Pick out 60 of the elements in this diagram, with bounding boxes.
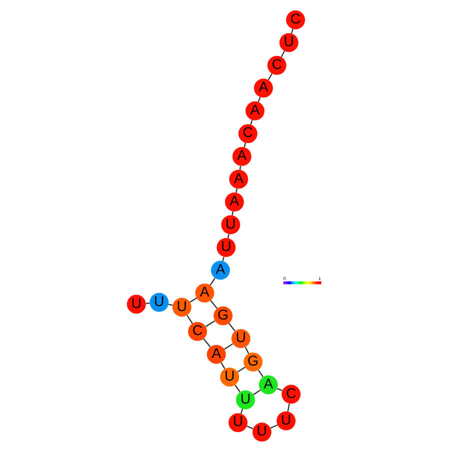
node-circle: C	[238, 124, 258, 144]
connector	[210, 278, 216, 286]
connector	[246, 426, 254, 430]
node-circle: G	[244, 352, 263, 372]
connector	[287, 404, 290, 412]
node-circle: A	[206, 344, 226, 364]
node-circle: U	[252, 422, 272, 442]
node-circle: A	[254, 78, 273, 98]
connector	[222, 256, 224, 262]
connector	[244, 346, 250, 354]
node-circle: A	[229, 170, 248, 189]
node-circle: A	[258, 375, 278, 394]
node-circle: U	[231, 329, 250, 348]
node-circle: U	[276, 411, 296, 430]
node-circle: C	[286, 10, 306, 30]
connector	[237, 366, 246, 372]
connector	[258, 96, 261, 102]
connector	[190, 298, 197, 303]
connector	[240, 408, 244, 414]
connector	[220, 362, 226, 370]
connector	[258, 370, 264, 378]
node-circle: U	[220, 368, 240, 387]
connector	[146, 302, 150, 304]
node-circle: U	[236, 390, 255, 410]
connector	[268, 73, 272, 80]
node-circle: U	[216, 238, 236, 257]
connector	[203, 338, 211, 348]
connector	[228, 322, 236, 332]
connector	[253, 390, 261, 396]
node-circle: G	[214, 306, 233, 326]
connector	[227, 234, 230, 238]
connector	[236, 188, 238, 193]
connector	[168, 304, 173, 306]
node-circle: A	[224, 192, 244, 212]
connector	[270, 424, 278, 429]
node-circle: A	[232, 146, 252, 166]
connector	[276, 388, 282, 392]
connector	[224, 343, 234, 350]
node-circle: U	[221, 215, 240, 234]
connector	[290, 28, 294, 34]
connector	[239, 166, 242, 170]
connector	[186, 315, 193, 324]
connector	[250, 120, 253, 125]
connector	[280, 50, 285, 58]
node-circle: A	[195, 284, 214, 303]
node-circle: A	[246, 101, 264, 120]
node-circle: U	[126, 294, 146, 314]
node-circle: U	[279, 33, 298, 52]
node-circle: U	[172, 298, 192, 317]
connector	[205, 320, 216, 327]
node-circle: A	[210, 260, 230, 280]
connector	[234, 384, 240, 392]
connector	[232, 211, 234, 216]
node-circle: C	[188, 322, 208, 342]
node-circle: U	[228, 413, 248, 432]
node-circle: U	[150, 292, 169, 312]
connector	[210, 300, 218, 309]
node-circle: C	[282, 384, 301, 404]
connector	[244, 142, 246, 148]
node-circle: C	[267, 56, 286, 75]
